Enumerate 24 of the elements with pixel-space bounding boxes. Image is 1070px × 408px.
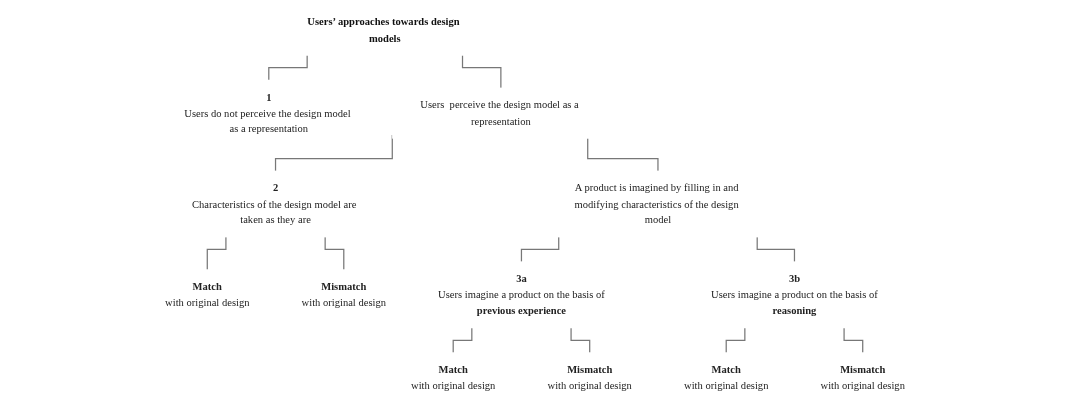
node-text: Users’ approaches towards design models <box>307 16 460 44</box>
node-text: Match with original design <box>165 280 250 309</box>
node-text: 3a Users imagine a product on the basis of previous experience <box>438 273 605 317</box>
connector <box>324 236 345 271</box>
node-text: Mismatch with original design <box>820 363 905 392</box>
node-text: 3b Users imagine a product on the basis of reasoning <box>711 273 878 317</box>
connector <box>452 327 473 354</box>
connector <box>520 236 560 263</box>
connector <box>756 236 796 263</box>
connector <box>461 54 502 89</box>
node-text: Users perceive the design model as a representation <box>420 99 579 127</box>
connector <box>206 236 227 271</box>
connector <box>268 54 308 81</box>
node-text: Match with original design <box>411 363 496 392</box>
node-text: A product is imagined by filling in and modifying characteristics of the design model <box>574 182 739 226</box>
connector <box>843 327 864 354</box>
node-text: 1 Users do not perceive the design model as a representation <box>184 91 351 135</box>
connector <box>725 327 746 354</box>
node-text: 2 Characteristics of the design model are taken as they are <box>192 182 357 226</box>
node-text: Mismatch with original design <box>547 363 632 392</box>
connector <box>587 137 659 172</box>
connector <box>570 327 591 354</box>
node-text: Match with original design <box>684 363 769 392</box>
node-text: Mismatch with original design <box>301 280 386 309</box>
